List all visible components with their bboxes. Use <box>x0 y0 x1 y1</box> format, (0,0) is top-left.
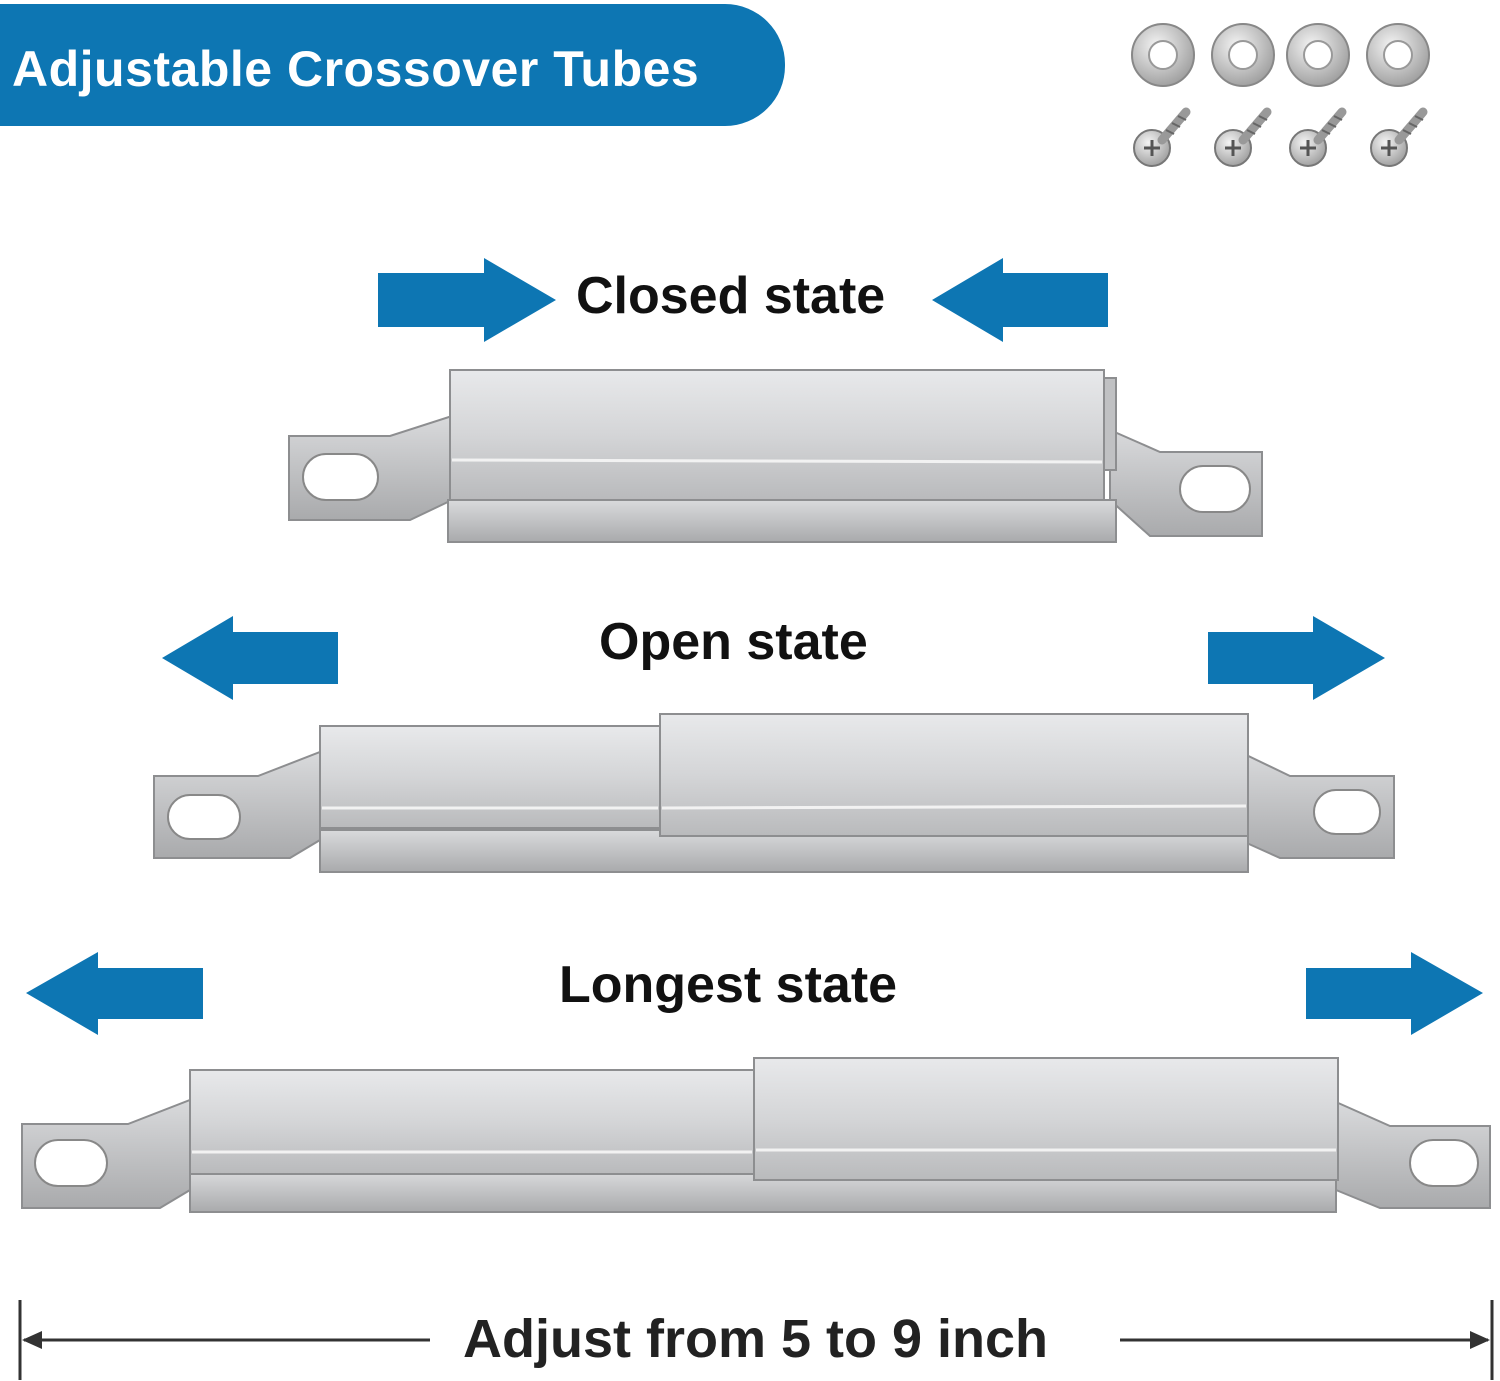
closed-state-label: Closed state <box>576 267 886 325</box>
crossover-tube-longest <box>21 1057 1491 1213</box>
dimension-line <box>18 1300 1494 1380</box>
open-state-label: Open state <box>599 613 868 671</box>
screw-icon <box>1289 107 1347 167</box>
washer-icon <box>1366 23 1430 87</box>
banner-title: Adjustable Crossover Tubes <box>12 41 700 97</box>
screw-icon <box>1133 107 1191 167</box>
washer-icon <box>1286 23 1350 87</box>
arrow-right-icon <box>1306 952 1483 1035</box>
screw-icon <box>1214 107 1272 167</box>
crossover-tube-open <box>153 713 1395 873</box>
arrow-right-icon <box>1208 616 1385 700</box>
arrow-left-icon <box>932 258 1108 342</box>
arrow-left-icon <box>26 952 203 1035</box>
title-banner: Adjustable Crossover Tubes <box>0 4 785 126</box>
screw-icon <box>1370 107 1428 167</box>
longest-state-label: Longest state <box>559 956 898 1014</box>
arrow-right-icon <box>378 258 556 342</box>
arrow-left-icon <box>162 616 338 700</box>
crossover-tube-closed <box>288 369 1263 543</box>
washer-icon <box>1211 23 1275 87</box>
adjust-range-label: Adjust from 5 to 9 inch <box>463 1309 1049 1369</box>
washer-icon <box>1131 23 1195 87</box>
